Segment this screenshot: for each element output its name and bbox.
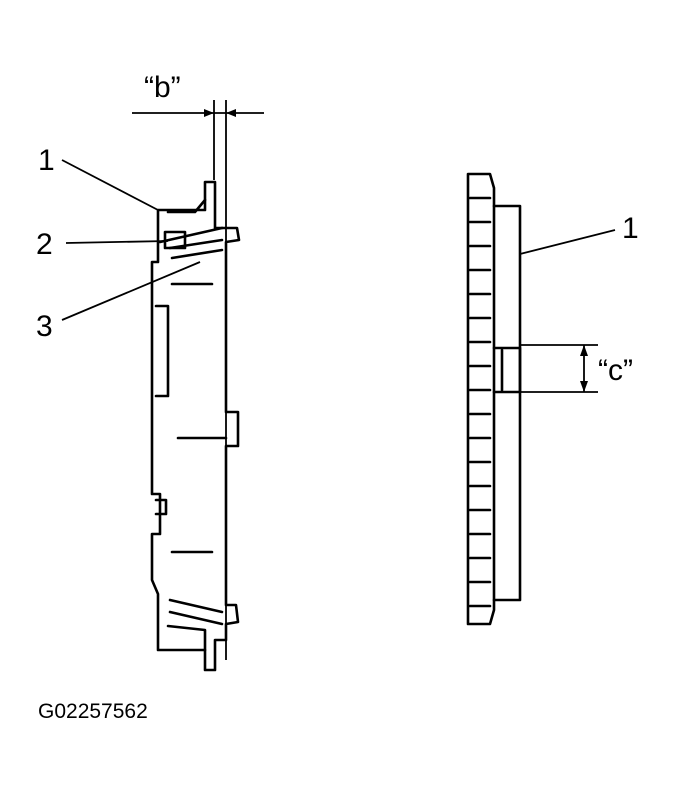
- cover-outline: [150, 180, 241, 672]
- leader-2-left: [65, 240, 169, 244]
- cover-top-lip: [166, 198, 207, 214]
- dim-c-label: “c”: [598, 354, 633, 387]
- leader-3-left: [61, 261, 201, 321]
- dim-b-arrow-right: [226, 109, 236, 117]
- dim-b-label: “b”: [144, 71, 181, 104]
- dim-b-arrow-left: [204, 109, 214, 117]
- pivot-ring: [170, 248, 224, 260]
- clutch-cover-section: [132, 100, 264, 672]
- callout-3-left: 3: [36, 310, 53, 343]
- rivet-head: [163, 230, 187, 250]
- pressure-plate-inner: [154, 304, 170, 398]
- callout-1-left: 1: [38, 144, 55, 177]
- lower-spring-upper: [168, 598, 224, 614]
- lower-spring-lower: [168, 610, 224, 626]
- flywheel-body: [492, 204, 522, 602]
- diaphragm-spring-lower: [168, 238, 224, 250]
- flywheel-section: [466, 172, 598, 626]
- callout-2-left: 2: [36, 228, 53, 261]
- leader-1-right: [519, 229, 616, 255]
- dim-c-arrow-top: [580, 345, 588, 356]
- diaphragm-spring-upper: [158, 226, 224, 244]
- ring-gear-teeth: [468, 196, 492, 608]
- ring-gear: [466, 172, 496, 626]
- cover-bottom-lip: [166, 624, 207, 652]
- strap-rivet: [154, 498, 168, 516]
- leader-1-left: [61, 159, 159, 211]
- flywheel-boss: [492, 346, 522, 394]
- figure-code: G02257562: [38, 700, 148, 723]
- callout-1-right: 1: [622, 212, 639, 245]
- dim-c-arrow-bottom: [580, 381, 588, 392]
